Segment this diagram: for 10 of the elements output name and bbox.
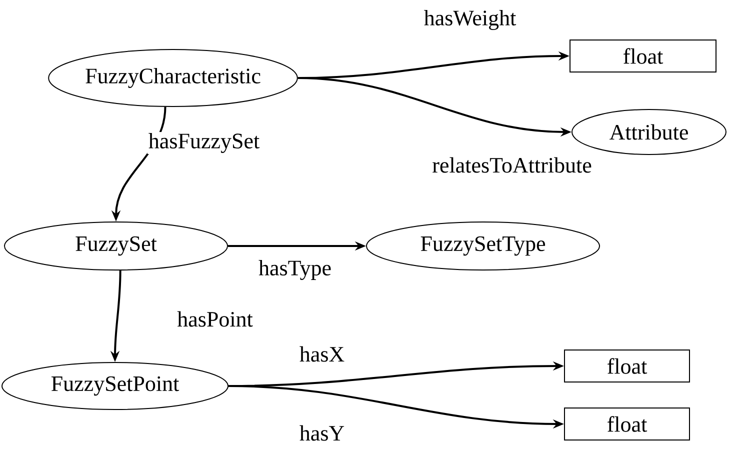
edge-label: hasFuzzySet <box>147 132 261 154</box>
edge-label: hasX <box>298 345 346 363</box>
edge-label: relatesToAttribute <box>431 156 593 174</box>
datatype-box: float <box>564 408 690 440</box>
edge-label: hasY <box>298 424 346 442</box>
datatype-box: float <box>564 350 690 382</box>
edge-label: hasType <box>258 259 332 281</box>
datatype-box: float <box>570 40 716 72</box>
edge-label: hasWeight <box>422 9 518 31</box>
edge-label: hasPoint <box>176 310 254 328</box>
